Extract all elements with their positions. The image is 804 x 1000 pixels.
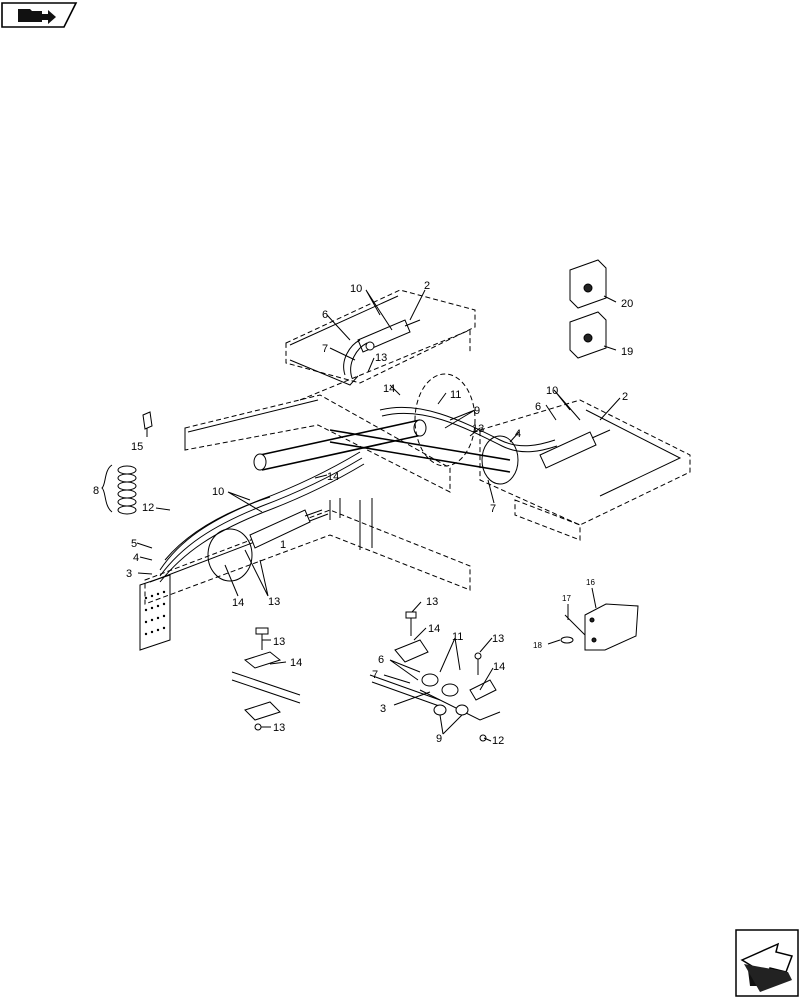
hydraulic-cylinders	[249, 319, 611, 549]
callout-7-right: 7	[490, 503, 496, 515]
frame-assembly	[139, 289, 691, 651]
callout-10-left: 10	[212, 486, 224, 498]
callout-5: 5	[131, 538, 137, 550]
callout-10-right: 10	[546, 385, 558, 397]
callout-6-right: 6	[535, 401, 541, 413]
callout-12-valve: 12	[492, 735, 504, 747]
callout-20: 20	[621, 298, 633, 310]
folder-back-arrow-icon	[18, 9, 56, 24]
callout-16: 16	[586, 578, 595, 587]
bracket-20	[569, 259, 607, 309]
callout-14-valve-right: 14	[493, 661, 505, 673]
callout-14-valve: 14	[428, 623, 440, 635]
callout-13-valve-right: 13	[492, 633, 504, 645]
callout-3-left: 3	[126, 568, 132, 580]
callout-7-valve: 7	[372, 669, 378, 681]
callout-1: 1	[280, 539, 286, 551]
leader-lines	[136, 289, 621, 742]
callout-13-valve: 13	[426, 596, 438, 608]
bracket-19	[569, 311, 607, 359]
callout-3-valve: 3	[380, 703, 386, 715]
callout-9-valve: 9	[436, 733, 442, 745]
callout-2-top: 2	[424, 280, 430, 292]
back-nav-button[interactable]	[1, 2, 78, 28]
callout-4-right: 4	[515, 428, 521, 440]
callout-12-left: 12	[142, 502, 154, 514]
detail-clamp-left	[231, 627, 301, 731]
callout-14-clamp: 14	[290, 657, 302, 669]
callout-13-top: 13	[375, 352, 387, 364]
spring-stack-8	[101, 464, 137, 515]
callout-10-top: 10	[350, 283, 362, 295]
callout-15: 15	[131, 441, 143, 453]
callout-14-center: 14	[327, 471, 339, 483]
callout-6-valve: 6	[378, 654, 384, 666]
callout-labels: 10 2 6 7 13 14 11 9 13 10 2 6 4 7 14 15 …	[93, 280, 633, 747]
callout-2-right: 2	[622, 391, 628, 403]
callout-14-top: 14	[383, 383, 395, 395]
callout-4-left: 4	[133, 552, 139, 564]
callout-9-center: 9	[474, 405, 480, 417]
callout-19: 19	[621, 346, 633, 358]
callout-11-center: 11	[450, 389, 461, 401]
callout-13-center: 13	[472, 423, 484, 435]
hydraulic-hoses	[159, 339, 558, 583]
next-page-arrow-icon	[740, 942, 793, 992]
callout-13-clamp-bottom: 13	[273, 722, 285, 734]
clip-15	[142, 411, 153, 430]
callout-17: 17	[562, 594, 571, 603]
bracket-holes	[144, 590, 166, 636]
detail-valve-assembly	[369, 611, 501, 742]
callout-13-clamp-top: 13	[273, 636, 285, 648]
callout-13-left: 13	[268, 596, 280, 608]
detail-pin-bracket	[560, 603, 639, 651]
callout-7-top: 7	[322, 343, 328, 355]
next-page-button[interactable]	[735, 929, 799, 997]
callout-14-left: 14	[232, 597, 244, 609]
callout-8: 8	[93, 485, 99, 497]
callout-18: 18	[533, 641, 542, 650]
callout-11-valve: 11	[452, 631, 463, 643]
callout-6-top: 6	[322, 309, 328, 321]
